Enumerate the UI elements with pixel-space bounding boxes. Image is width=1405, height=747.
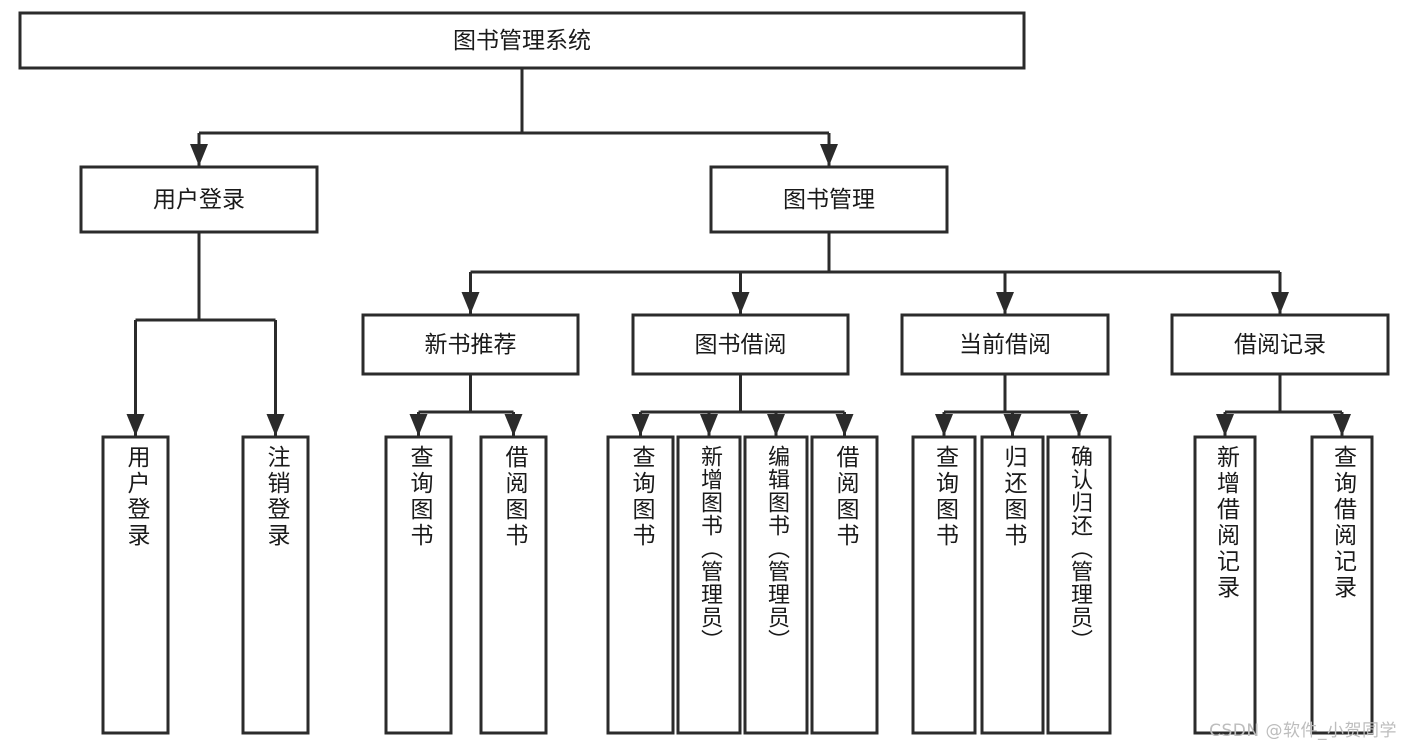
leaf-node-借阅图书-7[interactable] [810, 435, 879, 735]
leaf-node-查询图书-4[interactable] [606, 435, 675, 735]
level2-node-图书管理[interactable]: 图书管理 [709, 165, 949, 234]
node-label: 图书管理 [783, 187, 875, 213]
node-label: 借阅记录 [1234, 332, 1326, 358]
arrow-head-icon [190, 144, 208, 166]
node-box [241, 435, 310, 735]
node-label: 新书推荐 [425, 332, 517, 358]
arrow-head-icon [409, 414, 428, 436]
node-box [709, 165, 949, 234]
node-label: 当前借阅 [959, 332, 1051, 358]
arrow-head-icon [996, 292, 1014, 314]
arrow-head-icon [1333, 414, 1351, 436]
leaf-node-注销登录-1[interactable] [241, 435, 310, 735]
level3-node-图书借阅[interactable]: 图书借阅 [631, 313, 850, 376]
arrow-head-icon [461, 292, 480, 314]
level2-node-用户登录[interactable]: 用户登录 [79, 165, 319, 234]
arrow-head-icon [767, 414, 785, 436]
node-box [79, 165, 319, 234]
node-box [1170, 313, 1390, 376]
arrow-head-icon [1216, 414, 1234, 436]
arrow-head-icon [935, 414, 953, 436]
leaf-node-归还图书-9[interactable] [980, 435, 1045, 735]
node-box [361, 313, 580, 376]
arrow-head-icon [504, 414, 523, 436]
arrow-head-icon [700, 414, 718, 436]
node-box [384, 435, 453, 735]
node-box [606, 435, 675, 735]
leaf-node-查询图书-2[interactable] [384, 435, 453, 735]
arrow-head-icon [126, 414, 145, 436]
arrow-head-icon [631, 414, 650, 436]
leaf-node-新增图书管理员-5[interactable] [676, 435, 742, 735]
node-box [18, 11, 1026, 70]
leaf-node-查询图书-8[interactable] [911, 435, 977, 735]
node-box [479, 435, 548, 735]
node-box [980, 435, 1045, 735]
connectors-layer [126, 68, 1351, 436]
node-label: 图书借阅 [695, 332, 787, 358]
arrow-head-icon [835, 414, 854, 436]
leaf-node-新增借阅记录-11[interactable] [1193, 435, 1257, 735]
leaf-node-查询借阅记录-12[interactable] [1310, 435, 1374, 735]
node-box [743, 435, 809, 735]
node-box [1193, 435, 1257, 735]
leaf-node-借阅图书-3[interactable] [479, 435, 548, 735]
level3-node-借阅记录[interactable]: 借阅记录 [1170, 313, 1390, 376]
node-box [911, 435, 977, 735]
arrow-head-icon [731, 292, 750, 314]
arrow-head-icon [1271, 292, 1289, 314]
node-box [810, 435, 879, 735]
node-box [101, 435, 170, 735]
leaf-node-确认归还管理员-10[interactable] [1046, 435, 1112, 735]
node-box [1046, 435, 1112, 735]
leaf-node-编辑图书管理员-6[interactable] [743, 435, 809, 735]
node-box [676, 435, 742, 735]
level3-node-当前借阅[interactable]: 当前借阅 [900, 313, 1110, 376]
arrow-head-icon [266, 414, 285, 436]
node-label: 用户登录 [153, 187, 245, 213]
arrow-head-icon [1003, 414, 1022, 436]
leaf-node-用户登录-0[interactable] [101, 435, 170, 735]
watermark-text: CSDN @软件_小贺同学 [1209, 721, 1397, 741]
arrow-head-icon [820, 144, 838, 166]
node-box [900, 313, 1110, 376]
level3-node-新书推荐[interactable]: 新书推荐 [361, 313, 580, 376]
node-box [631, 313, 850, 376]
node-box [1310, 435, 1374, 735]
node-label: 图书管理系统 [453, 28, 591, 54]
root-node-图书管理系统[interactable]: 图书管理系统 [18, 11, 1026, 70]
arrow-head-icon [1070, 414, 1088, 436]
